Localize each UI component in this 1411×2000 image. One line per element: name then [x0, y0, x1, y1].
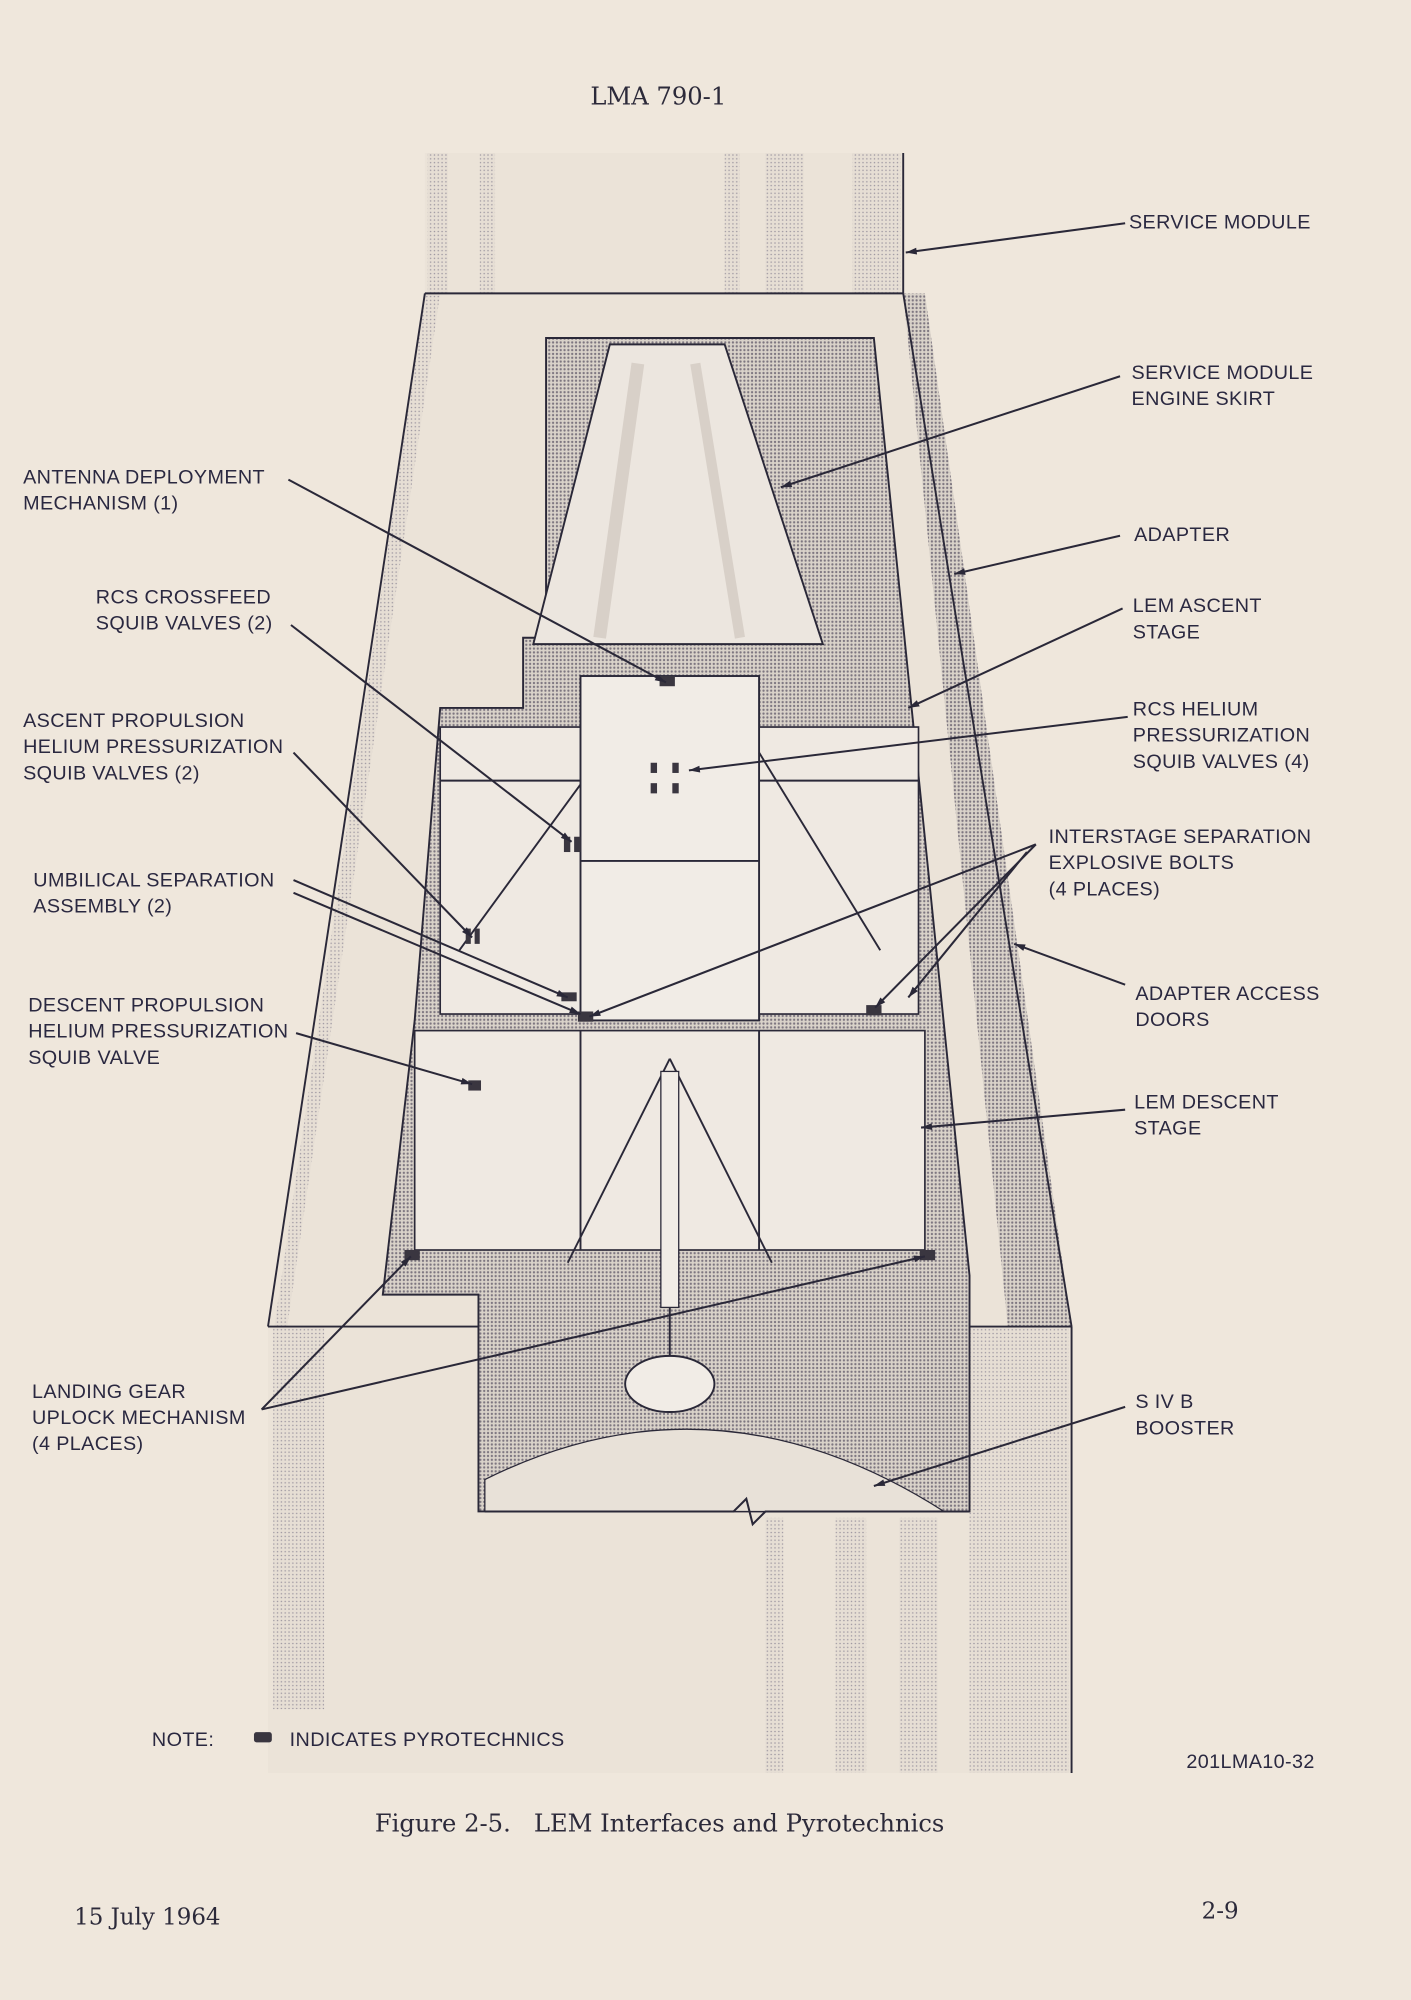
label-line: LANDING GEAR	[32, 1381, 186, 1403]
arrowhead-icon	[460, 1077, 473, 1085]
note-text: INDICATES PYROTECHNICS	[290, 1729, 565, 1751]
label-line: (4 PLACES)	[1049, 878, 1160, 900]
leader-lines	[260, 222, 1128, 1487]
arrowhead-icon	[569, 1006, 581, 1015]
label-descent-propulsion: DESCENT PROPULSION HELIUM PRESSURIZATION S…	[28, 994, 288, 1068]
label-line: ASCENT PROPULSION	[23, 710, 244, 732]
label-line: DESCENT PROPULSION	[28, 994, 264, 1016]
label-service-module-engine-skirt: SERVICE MODULE ENGINE SKIRT	[1132, 362, 1314, 410]
drawing-number: 201LMA10-32	[1186, 1751, 1314, 1773]
lem-cavity	[381, 337, 971, 1527]
label-line: MECHANISM (1)	[23, 493, 178, 515]
label-lem-ascent-stage: LEM ASCENT STAGE	[1133, 595, 1262, 643]
leader-line-interstage-separation-bolts	[907, 851, 1028, 999]
label-landing-gear-uplock: LANDING GEAR UPLOCK MECHANISM (4 PLACES)	[32, 1381, 246, 1455]
label-line: SQUIB VALVES (4)	[1133, 751, 1310, 773]
label-line: PRESSURIZATION	[1133, 725, 1310, 747]
leader-line-interstage-separation-bolts	[589, 843, 1037, 1018]
label-adapter: ADAPTER	[1134, 524, 1230, 546]
arrowhead-icon	[1014, 943, 1026, 951]
label-line: UPLOCK MECHANISM	[32, 1407, 246, 1429]
leader-line-adapter-access-doors	[1013, 942, 1126, 986]
label-line: ADAPTER ACCESS	[1135, 983, 1319, 1005]
label-ascent-propulsion: ASCENT PROPULSION HELIUM PRESSURIZATION SQ…	[23, 710, 283, 784]
label-line: HELIUM PRESSURIZATION	[23, 736, 283, 758]
label-line: SQUIB VALVE	[28, 1047, 160, 1069]
arrowhead-icon	[908, 986, 918, 998]
label-line: ENGINE SKIRT	[1132, 388, 1276, 410]
leader-line-umbilical-separation	[293, 891, 581, 1015]
label-sivb-booster: S IV B BOOSTER	[1135, 1391, 1234, 1439]
label-line: INTERSTAGE SEPARATION	[1049, 826, 1312, 848]
arrowhead-icon	[400, 1256, 411, 1267]
label-line: SERVICE MODULE	[1132, 362, 1314, 384]
label-line: BOOSTER	[1135, 1417, 1234, 1439]
leader-line-lem-ascent-stage	[907, 607, 1124, 709]
arrowhead-icon	[954, 568, 966, 575]
label-line: SERVICE MODULE	[1129, 211, 1311, 233]
pyrotechnic-legend-swatch	[253, 1732, 272, 1743]
leader-line-rcs-helium-squib-valves	[688, 715, 1128, 772]
leader-line-rcs-crossfeed	[290, 624, 573, 843]
arrowhead-icon	[875, 997, 886, 1008]
document-id: LMA 790-1	[590, 83, 726, 111]
label-line: ASSEMBLY (2)	[33, 896, 172, 918]
figure-caption: Figure 2-5. LEM Interfaces and Pyrotechn…	[375, 1810, 944, 1838]
arrowhead-icon	[589, 1009, 601, 1017]
leader-line-descent-propulsion	[295, 1032, 473, 1086]
label-line: STAGE	[1133, 621, 1200, 643]
leader-line-umbilical-separation	[293, 879, 569, 999]
label-line: SQUIB VALVES (2)	[23, 762, 200, 784]
arrowhead-icon	[556, 990, 568, 998]
arrowhead-icon	[913, 1255, 925, 1263]
label-rcs-helium-squib-valves: RCS HELIUM PRESSURIZATION SQUIB VALVES (4)	[1133, 699, 1310, 773]
note-prefix: NOTE:	[152, 1729, 214, 1751]
leader-line-interstage-separation-bolts	[874, 843, 1037, 1009]
arrowhead-icon	[560, 832, 572, 842]
label-line: UMBILICAL SEPARATION	[33, 869, 274, 891]
label-line: SQUIB VALVES (2)	[96, 612, 273, 634]
leader-line-sivb-booster	[873, 1405, 1126, 1487]
arrowhead-icon	[780, 480, 793, 488]
label-line: HELIUM PRESSURIZATION	[28, 1021, 288, 1043]
label-line: RCS HELIUM	[1133, 699, 1259, 721]
label-adapter-access-doors: ADAPTER ACCESS DOORS	[1135, 983, 1319, 1031]
leader-line-antenna-deployment	[287, 478, 667, 684]
label-line: DOORS	[1135, 1009, 1209, 1031]
label-line: EXPLOSIVE BOLTS	[1049, 852, 1235, 874]
arrowhead-icon	[905, 247, 918, 255]
callout-labels: SERVICE MODULE SERVICE MODULE ENGINE SKIRT…	[23, 211, 1319, 1455]
leader-line-ascent-propulsion	[292, 751, 473, 939]
label-antenna-deployment: ANTENNA DEPLOYMENT MECHANISM (1)	[23, 466, 265, 514]
page-number: 2-9	[1202, 1898, 1239, 1924]
leader-line-service-module	[905, 222, 1126, 254]
leader-line-landing-gear-uplock	[260, 1255, 412, 1411]
label-line: S IV B	[1135, 1391, 1193, 1413]
label-line: ADAPTER	[1134, 524, 1230, 546]
leader-line-lem-descent-stage	[920, 1108, 1126, 1129]
label-line: LEM DESCENT	[1134, 1091, 1279, 1113]
arrowhead-icon	[921, 1123, 933, 1130]
label-line: RCS CROSSFEED	[96, 586, 271, 608]
label-line: LEM ASCENT	[1133, 595, 1262, 617]
leader-line-landing-gear-uplock	[261, 1255, 926, 1411]
footer-date: 15 July 1964	[74, 1905, 220, 1931]
label-lem-descent-stage: LEM DESCENT STAGE	[1134, 1091, 1279, 1139]
label-interstage-separation-bolts: INTERSTAGE SEPARATION EXPLOSIVE BOLTS (4 P…	[1049, 826, 1312, 900]
arrowhead-icon	[908, 700, 920, 708]
label-line: (4 PLACES)	[32, 1433, 143, 1455]
leader-line-adapter	[953, 534, 1121, 575]
arrowhead-icon	[654, 674, 666, 683]
label-umbilical-separation: UMBILICAL SEPARATION ASSEMBLY (2)	[33, 869, 274, 917]
pyrotechnic-markers	[404, 676, 936, 1261]
arrowhead-icon	[688, 765, 701, 773]
label-line: STAGE	[1134, 1118, 1201, 1140]
label-line: ANTENNA DEPLOYMENT	[23, 466, 265, 488]
label-service-module: SERVICE MODULE	[1129, 211, 1311, 233]
leader-line-service-module-engine-skirt	[780, 375, 1121, 489]
arrowhead-icon	[462, 927, 473, 938]
arrowhead-icon	[873, 1479, 886, 1486]
label-rcs-crossfeed: RCS CROSSFEED SQUIB VALVES (2)	[96, 586, 273, 634]
